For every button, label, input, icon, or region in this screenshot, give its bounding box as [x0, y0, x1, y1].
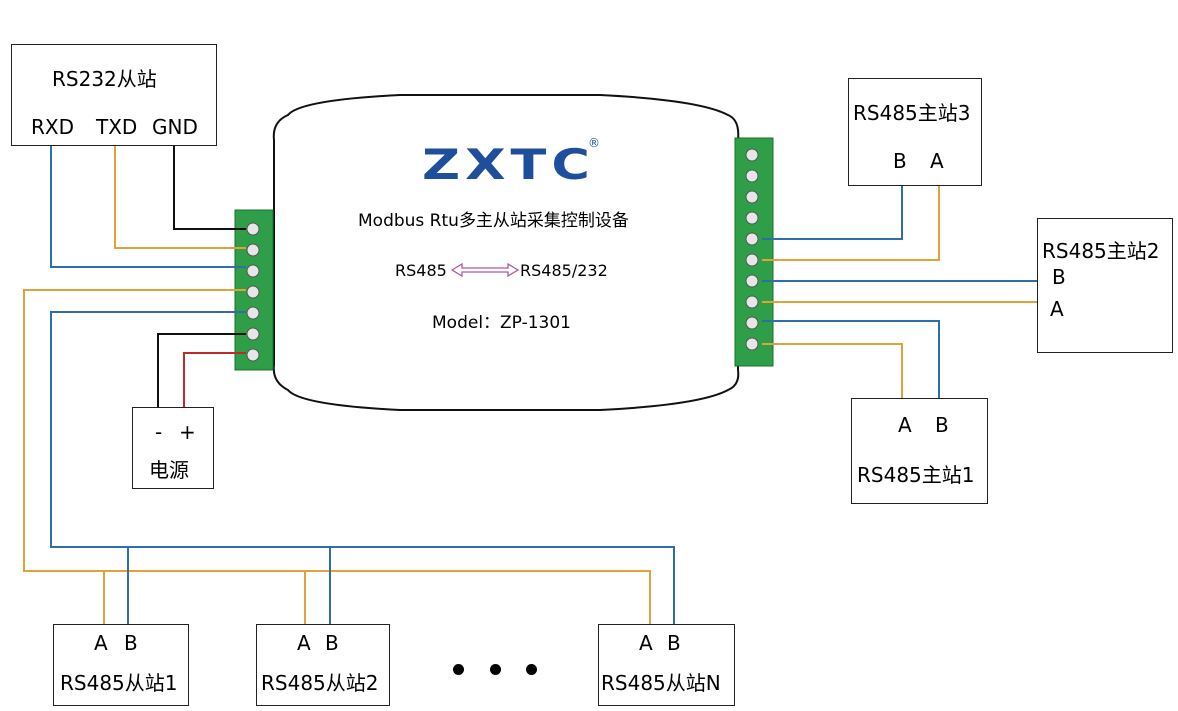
- ellipsis-dot: [490, 664, 501, 675]
- wire-slave-bus-a: [23, 289, 651, 624]
- model-label: Model：ZP-1301: [432, 313, 571, 333]
- slave2-a-label: A: [297, 631, 311, 655]
- gnd-label: GND: [152, 115, 198, 139]
- conv-right-label: RS485/232: [520, 261, 608, 280]
- conv-left-label: RS485: [395, 261, 447, 280]
- wire-power-minus: [157, 333, 246, 407]
- master1-a-label: A: [898, 413, 912, 437]
- master2-box: RS485主站2 B A: [1037, 218, 1173, 353]
- wire-slave-bus-b: [50, 311, 675, 624]
- wire-gnd: [173, 146, 246, 230]
- slave1-a-label: A: [94, 631, 108, 655]
- wire-master1-b: [762, 320, 940, 398]
- master2-title: RS485主站2: [1042, 239, 1160, 263]
- power-plus-label: +: [179, 420, 196, 444]
- master2-a-label: A: [1050, 297, 1064, 321]
- device-body: [272, 94, 740, 411]
- wire-rxd: [50, 146, 246, 268]
- slave1-box: A B RS485从站1: [53, 624, 189, 706]
- master1-title: RS485主站1: [857, 463, 975, 487]
- wire-master3-b: [762, 186, 903, 240]
- slave2-b-label: B: [325, 631, 339, 655]
- slaveN-title: RS485从站N: [601, 671, 721, 695]
- wire-txd: [114, 146, 246, 249]
- rxd-label: RXD: [31, 115, 74, 139]
- right-terminal-screws: [745, 148, 759, 351]
- brand-logo: ZXTC: [422, 140, 595, 189]
- master2-b-label: B: [1052, 265, 1066, 289]
- ellipsis-dot: [526, 664, 537, 675]
- slave1-b-label: B: [124, 631, 138, 655]
- double-arrow-icon: [450, 262, 520, 278]
- master1-box: A B RS485主站1: [851, 398, 988, 504]
- master3-a-label: A: [930, 149, 944, 173]
- txd-label: TXD: [96, 115, 138, 139]
- ellipsis-dot: [453, 664, 464, 675]
- wire-master1-a: [762, 343, 903, 398]
- master3-box: RS485主站3 B A: [848, 78, 982, 186]
- device-title: Modbus Rtu多主从站采集控制设备: [358, 211, 629, 231]
- registered-mark: ®: [588, 136, 600, 150]
- master3-b-label: B: [893, 149, 907, 173]
- wire-power-plus: [183, 352, 246, 407]
- master1-b-label: B: [935, 413, 949, 437]
- slave2-title: RS485从站2: [261, 671, 379, 695]
- power-minus-label: -: [155, 420, 163, 444]
- rs232-slave-title: RS232从站: [52, 67, 157, 91]
- slave1-title: RS485从站1: [60, 671, 178, 695]
- master3-title: RS485主站3: [853, 101, 971, 125]
- slave2-box: A B RS485从站2: [256, 624, 390, 706]
- wire-master3-a: [762, 186, 940, 261]
- slaveN-b-label: B: [667, 631, 681, 655]
- rs232-slave-box: RS232从站 RXD TXD GND: [11, 44, 217, 146]
- left-terminal-screws: [246, 222, 260, 362]
- slaveN-box: A B RS485从站N: [598, 624, 735, 706]
- power-box: - + 电源: [132, 407, 214, 489]
- slaveN-a-label: A: [639, 631, 653, 655]
- power-label: 电源: [149, 458, 189, 482]
